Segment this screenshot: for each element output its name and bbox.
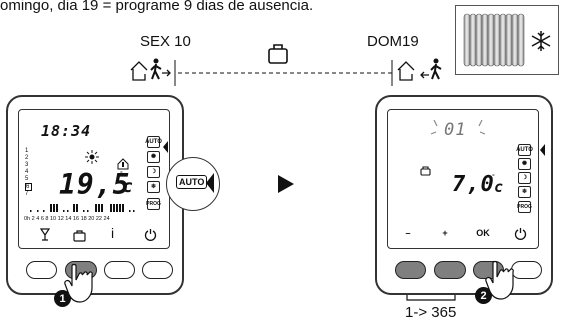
eco-moon-icon: ☽: [518, 172, 531, 184]
prog-mode-icon: PROG: [517, 201, 532, 213]
left-thermostat: 18:34 1 2 3 4 5 6 7 19,5 ° c AUTO ✺ ☽ ❄ …: [6, 95, 184, 295]
left-button-1[interactable]: [26, 261, 57, 279]
left-button-4[interactable]: [142, 261, 173, 279]
plus-label: +: [442, 228, 448, 238]
plus-button[interactable]: [434, 261, 466, 279]
range-bracket: [406, 295, 456, 301]
day-number: 1: [25, 148, 29, 154]
minus-button[interactable]: [395, 261, 426, 279]
person-arriving-icon: [420, 58, 442, 80]
next-step-arrow-icon: [278, 175, 294, 193]
hour-axis: 0h 2 4 6 8 10 12 14 16 18 20 22 24: [24, 216, 110, 222]
auto-zoom-bubble: AUTO: [166, 157, 220, 211]
comfort-sun-icon: ✺: [147, 151, 160, 163]
house-icon-left: [130, 61, 148, 81]
sun-icon: [85, 150, 99, 164]
minus-label: –: [405, 228, 411, 238]
power-icon: [144, 229, 157, 241]
radiator-icon: [463, 13, 525, 67]
auto-indicator-arrow: [206, 173, 214, 193]
power-icon: [514, 228, 527, 240]
radiator-frost-box: [455, 5, 559, 75]
day-number: 7: [25, 191, 29, 197]
left-lcd-screen: 18:34 1 2 3 4 5 6 7 19,5 ° c AUTO ✺ ☽ ❄ …: [18, 109, 170, 249]
program-bars: [30, 204, 135, 212]
snowflake-icon: [531, 31, 551, 51]
degree-symbol: °: [492, 174, 495, 181]
frost-snowflake-icon: ❄: [147, 181, 160, 193]
auto-mode-icon: AUTO: [516, 144, 533, 156]
holiday-suitcase-icon: [73, 230, 86, 242]
right-auto-indicator: [540, 144, 545, 156]
day-number: 4: [25, 169, 29, 175]
suitcase-icon: [268, 44, 288, 64]
day-number: 2: [25, 155, 29, 161]
antifreeze-glass-icon: [39, 228, 51, 241]
frost-snowflake-icon: ❄: [518, 186, 531, 198]
hand-pointer-icon-left: [64, 263, 93, 303]
left-temperature: 19,5: [59, 168, 131, 201]
info-label: i: [111, 225, 115, 241]
degree-symbol: °: [120, 171, 123, 178]
step-2-badge: 2: [475, 287, 492, 304]
right-days-display: 01: [444, 120, 467, 140]
range-label: 1-> 365: [405, 304, 457, 321]
auto-zoom-label: AUTO: [176, 175, 208, 189]
left-time-display: 18:34: [41, 122, 92, 140]
holiday-suitcase-icon: [420, 166, 431, 176]
eco-moon-icon: ☽: [147, 166, 160, 178]
right-temperature-unit: c: [494, 178, 505, 196]
left-temperature-unit: c: [122, 176, 134, 197]
ok-label: OK: [476, 228, 490, 238]
house-thermometer-icon: [117, 158, 129, 170]
right-lcd-screen: 01 7,0 ° c AUTO ✺ ☽ ❄ PROG – + OK: [387, 109, 539, 249]
right-thermostat: 01 7,0 ° c AUTO ✺ ☽ ❄ PROG – + OK: [375, 95, 553, 295]
timeline-end-label: DOM19: [367, 33, 419, 50]
day-number: 6: [25, 183, 32, 191]
timeline-start-label: SEX 10: [140, 33, 191, 50]
house-icon-right: [397, 61, 415, 81]
left-auto-indicator: [163, 141, 168, 153]
left-day-list: 1 2 3 4 5 6 7: [25, 148, 32, 198]
hand-pointer-icon-right: [485, 260, 514, 300]
left-button-3[interactable]: [104, 261, 135, 279]
day-number: 3: [25, 162, 29, 168]
prog-mode-icon: PROG: [146, 198, 161, 210]
timeline-graphic: [130, 44, 415, 86]
person-leaving-icon: [150, 58, 171, 80]
day-number: 5: [25, 176, 29, 182]
blink-marks: [430, 119, 486, 135]
step-1-badge: 1: [54, 290, 71, 307]
header-text: omingo, dia 19 = programe 9 dias de ause…: [0, 0, 314, 14]
right-temperature: 7,0: [452, 172, 495, 197]
auto-mode-icon: AUTO: [145, 136, 162, 148]
comfort-sun-icon: ✺: [518, 158, 531, 170]
